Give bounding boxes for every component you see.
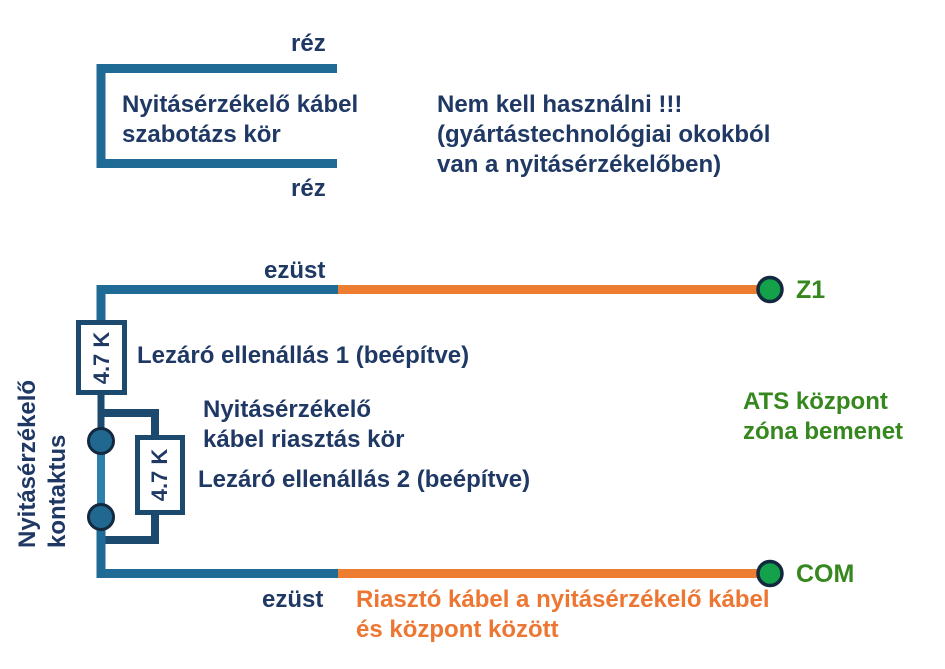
resistor2-label: Lezáró ellenállás 2 (beépítve) [198, 466, 531, 493]
resistor1-box [76, 320, 127, 395]
contact-dot-bottom [87, 503, 115, 531]
wire-material-label-rez-top: réz [291, 30, 326, 57]
cable-note: Riasztó kábel a nyitásérzékelő kábel és … [356, 586, 770, 643]
terminal-com-label: COM [796, 560, 855, 588]
wire-material-label-ezust-top: ezüst [264, 257, 326, 284]
resistor1-label: Lezáró ellenállás 1 (beépítve) [137, 342, 470, 369]
resistor2-value: 4.7 K [147, 448, 172, 502]
resistor1-value: 4.7 K [88, 331, 114, 384]
alarm-wire-silver-top [96, 285, 338, 322]
wire-material-label-rez-bottom: réz [291, 175, 326, 202]
resistor2-branch-top-wire [101, 409, 159, 440]
alarm-wire-silver-bottom [96, 517, 338, 578]
sabotage-loop-label: Nyitásérzékelő kábel szabotázs kör [122, 91, 359, 148]
resistor2-branch-bottom-wire [101, 511, 159, 544]
panel-label: ATS központ zóna bemenet [743, 388, 904, 445]
contact-label: Nyitásérzékelő kontaktus [14, 379, 71, 548]
terminal-z1-dot [756, 275, 784, 304]
resistor2-box [135, 435, 185, 515]
sabotage-loop-wire [96, 64, 337, 168]
wire-material-label-ezust-bottom: ezüst [262, 586, 324, 613]
terminal-z1-label: Z1 [796, 276, 826, 304]
sabotage-note: Nem kell használni !!! (gyártástechnológ… [437, 91, 771, 178]
alarm-loop-label: Nyitásérzékelő kábel riasztás kör [203, 396, 405, 453]
contact-dot-top [87, 427, 115, 455]
terminal-com-dot [756, 559, 784, 588]
